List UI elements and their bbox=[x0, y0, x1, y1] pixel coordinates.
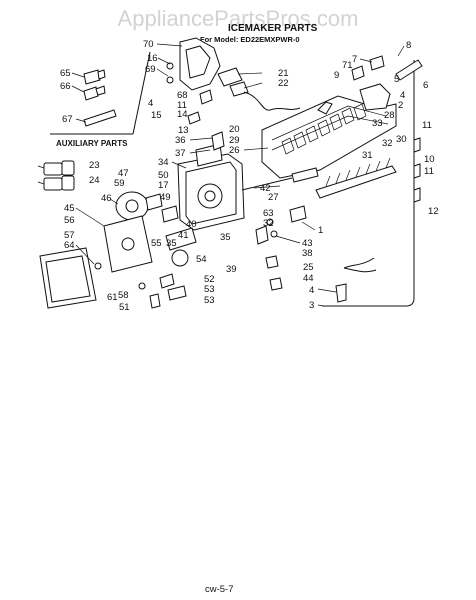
callout-label: 61 bbox=[107, 292, 118, 303]
shutoff-arm-and-switch bbox=[241, 167, 319, 245]
callout-label: 11 bbox=[177, 100, 187, 111]
diagram-title: ICEMAKER PARTS bbox=[228, 23, 318, 34]
callout-label: 66 bbox=[60, 81, 71, 92]
callout-label: 4 bbox=[400, 90, 405, 101]
callout-label: 33 bbox=[372, 118, 383, 129]
callout-label: 57 bbox=[64, 230, 75, 241]
callout-label: 3 bbox=[309, 300, 314, 311]
wiring-and-fittings bbox=[265, 55, 423, 303]
callout-label: 6 bbox=[423, 80, 428, 91]
callout-label: 63 bbox=[263, 208, 274, 219]
callout-label: 54 bbox=[196, 254, 207, 265]
callout-label: 20 bbox=[229, 124, 240, 135]
callout-label: 53 bbox=[204, 295, 215, 306]
callout-label: 37 bbox=[175, 148, 186, 159]
ice-mold-tray bbox=[261, 83, 397, 179]
callout-label: 7 bbox=[352, 54, 357, 65]
motor-and-timer bbox=[103, 191, 179, 273]
leader-lines bbox=[71, 43, 405, 307]
callout-label: 4 bbox=[309, 285, 314, 296]
mold-cavities bbox=[281, 103, 367, 155]
auxiliary-parts-box: AUXILIARY PARTS bbox=[50, 51, 151, 148]
callout-label: 12 bbox=[428, 206, 439, 217]
callout-label: 40 bbox=[186, 219, 197, 230]
callout-label: 2 bbox=[398, 100, 403, 111]
callout-label: 69 bbox=[145, 64, 156, 75]
callout-label: 65 bbox=[60, 68, 71, 79]
callout-label: 41 bbox=[178, 230, 189, 241]
callout-label: 59 bbox=[114, 178, 125, 189]
callout-label: 46 bbox=[101, 193, 112, 204]
callout-label: 42 bbox=[260, 183, 271, 194]
callout-label: 55 bbox=[151, 238, 162, 249]
callout-label: 51 bbox=[119, 302, 130, 313]
callout-label: 50 bbox=[158, 170, 169, 181]
callout-label: 45 bbox=[64, 203, 75, 214]
callout-label: 28 bbox=[384, 110, 395, 121]
callout-label: 5 bbox=[394, 74, 399, 85]
callout-numbers: 70 16 69 4 15 68 11 14 13 21 22 36 37 20… bbox=[60, 39, 439, 313]
mounting-bracket-assembly bbox=[166, 37, 221, 125]
callout-label: 67 bbox=[62, 114, 73, 125]
callout-label: 47 bbox=[118, 168, 129, 179]
callout-label: 27 bbox=[268, 192, 279, 203]
auxiliary-valve-parts bbox=[83, 69, 117, 127]
callout-label: 1 bbox=[318, 225, 323, 236]
callout-label: 15 bbox=[151, 110, 162, 121]
callout-label: 35 bbox=[166, 238, 177, 249]
callout-label: 11 bbox=[424, 166, 434, 177]
callout-label: 25 bbox=[303, 262, 314, 273]
control-housing bbox=[177, 131, 245, 231]
callout-label: 52 bbox=[204, 274, 215, 285]
gear-and-cam-parts bbox=[138, 227, 197, 309]
callout-label: 71 bbox=[342, 60, 353, 71]
callout-label: 49 bbox=[160, 192, 171, 203]
callout-label: 38 bbox=[302, 248, 313, 259]
callout-label: 26 bbox=[229, 145, 240, 156]
harness-connectors bbox=[37, 160, 75, 191]
callout-label: 31 bbox=[362, 150, 373, 161]
callout-label: 34 bbox=[158, 157, 169, 168]
water-line-tube bbox=[322, 60, 415, 307]
callout-label: 32 bbox=[263, 218, 274, 229]
callout-label: 23 bbox=[89, 160, 100, 171]
callout-label: 22 bbox=[278, 78, 289, 89]
fill-cup-and-tube bbox=[217, 67, 301, 111]
footer-code: cw-5-7 bbox=[205, 584, 234, 595]
callout-label: 21 bbox=[278, 68, 289, 79]
callout-label: 58 bbox=[118, 290, 129, 301]
callout-label: 17 bbox=[158, 180, 169, 191]
callout-label: 56 bbox=[64, 215, 75, 226]
model-label: For Model: ED22EMXPWR-0 bbox=[200, 35, 300, 44]
callout-label: 16 bbox=[147, 53, 158, 64]
callout-label: 43 bbox=[302, 238, 313, 249]
callout-label: 9 bbox=[334, 70, 339, 81]
callout-label: 53 bbox=[204, 284, 215, 295]
callout-label: 35 bbox=[220, 232, 231, 243]
callout-label: 64 bbox=[64, 240, 75, 251]
auxiliary-parts-label: AUXILIARY PARTS bbox=[56, 139, 128, 148]
callout-label: 8 bbox=[406, 40, 411, 51]
callout-label: 4 bbox=[148, 98, 153, 109]
callout-label: 44 bbox=[303, 273, 314, 284]
front-cover bbox=[39, 247, 102, 309]
callout-label: 36 bbox=[175, 135, 186, 146]
callout-label: 13 bbox=[178, 125, 189, 136]
callout-label: 10 bbox=[424, 154, 435, 165]
callout-label: 39 bbox=[226, 264, 237, 275]
callout-label: 29 bbox=[229, 135, 240, 146]
callout-label: 14 bbox=[177, 109, 188, 120]
callout-label: 68 bbox=[177, 90, 188, 101]
callout-label: 11 bbox=[422, 120, 432, 131]
watermark-text: AppliancePartsPros.com bbox=[118, 6, 359, 31]
ejector-rake bbox=[315, 157, 397, 199]
callout-label: 30 bbox=[396, 134, 407, 145]
callout-label: 32 bbox=[382, 138, 393, 149]
callout-label: 24 bbox=[89, 175, 100, 186]
callout-label: 70 bbox=[143, 39, 154, 50]
